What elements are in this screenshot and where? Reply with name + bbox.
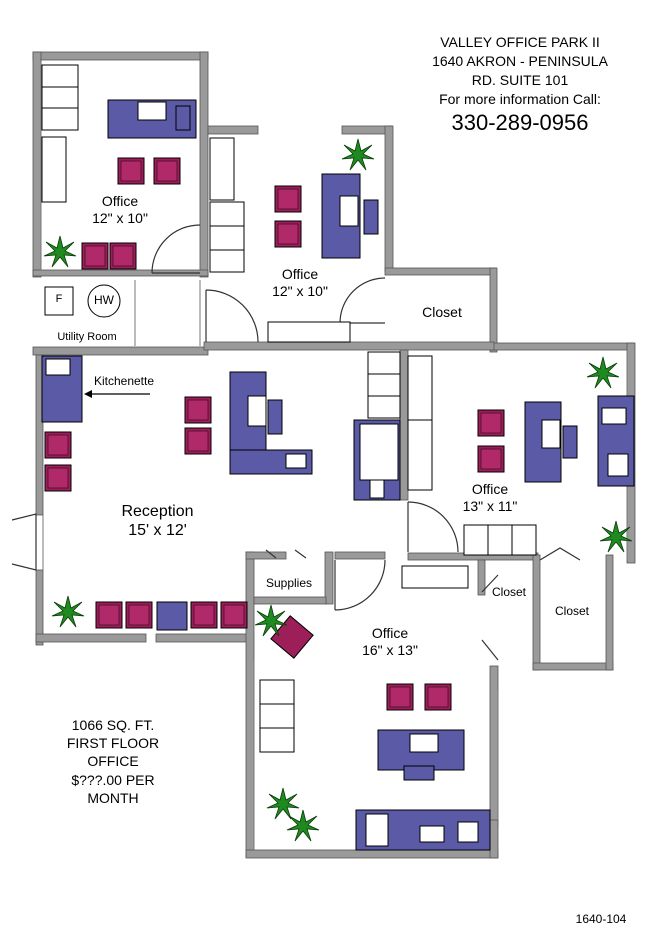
reception-label: Reception 15' x 12' (100, 502, 215, 540)
office-d-size: 16" x 13" (362, 641, 418, 658)
price-period: MONTH (87, 789, 139, 806)
office-b-name: Office (281, 266, 319, 282)
office-c-size: 13" x 11" (462, 497, 518, 514)
supplies-label: Supplies (265, 576, 313, 590)
office-c-furniture (401, 356, 635, 589)
plan-code: 1640-104 (575, 912, 627, 926)
office-d-furniture (254, 604, 491, 851)
address-line-2: RD. SUITE 101 (471, 72, 569, 88)
water-heater-label: HW (94, 293, 114, 307)
office-a-name: Office (101, 193, 139, 209)
office-d-label: Office 16" x 13" (345, 625, 435, 659)
phone-number[interactable]: 330-289-0956 (451, 110, 589, 135)
address-line-1: 1640 AKRON - PENINSULA (432, 53, 608, 69)
closet-mid-label: Closet (491, 585, 526, 599)
office-c-name: Office (471, 481, 509, 497)
utility-room-label: Utility Room (57, 331, 117, 343)
office-a-size: 12" x 10" (92, 209, 148, 226)
furnace-label: F (55, 293, 63, 305)
closet-top-label: Closet (422, 304, 462, 320)
walls (32, 51, 636, 859)
building-name: VALLEY OFFICE PARK II (440, 34, 600, 50)
utility-fixtures (44, 284, 121, 318)
price-line: $???.00 PER (71, 771, 155, 788)
office-d-name: Office (371, 625, 409, 641)
reception-name: Reception (121, 503, 194, 520)
office-c-label: Office 13" x 11" (445, 481, 535, 515)
office-b-label: Office 12" x 10" (255, 266, 345, 300)
office-b-size: 12" x 10" (272, 282, 328, 299)
contact-prompt: For more information Call: (439, 91, 601, 107)
listing-info: 1066 SQ. FT. FIRST FLOOR OFFICE $???.00 … (48, 716, 178, 807)
square-footage: 1066 SQ. FT. (71, 717, 155, 733)
reception-size: 15' x 12' (128, 522, 187, 540)
office-a-furniture (41, 64, 197, 270)
kitchenette-label: Kitchenette (93, 374, 155, 388)
office-a-label: Office 12" x 10" (75, 193, 165, 227)
reception-furniture (41, 351, 433, 631)
doors (11, 224, 581, 661)
floor-level: FIRST FLOOR (66, 735, 160, 752)
office-b-furniture (209, 137, 379, 343)
space-type: OFFICE (87, 753, 139, 770)
closet-right-label: Closet (554, 604, 589, 618)
